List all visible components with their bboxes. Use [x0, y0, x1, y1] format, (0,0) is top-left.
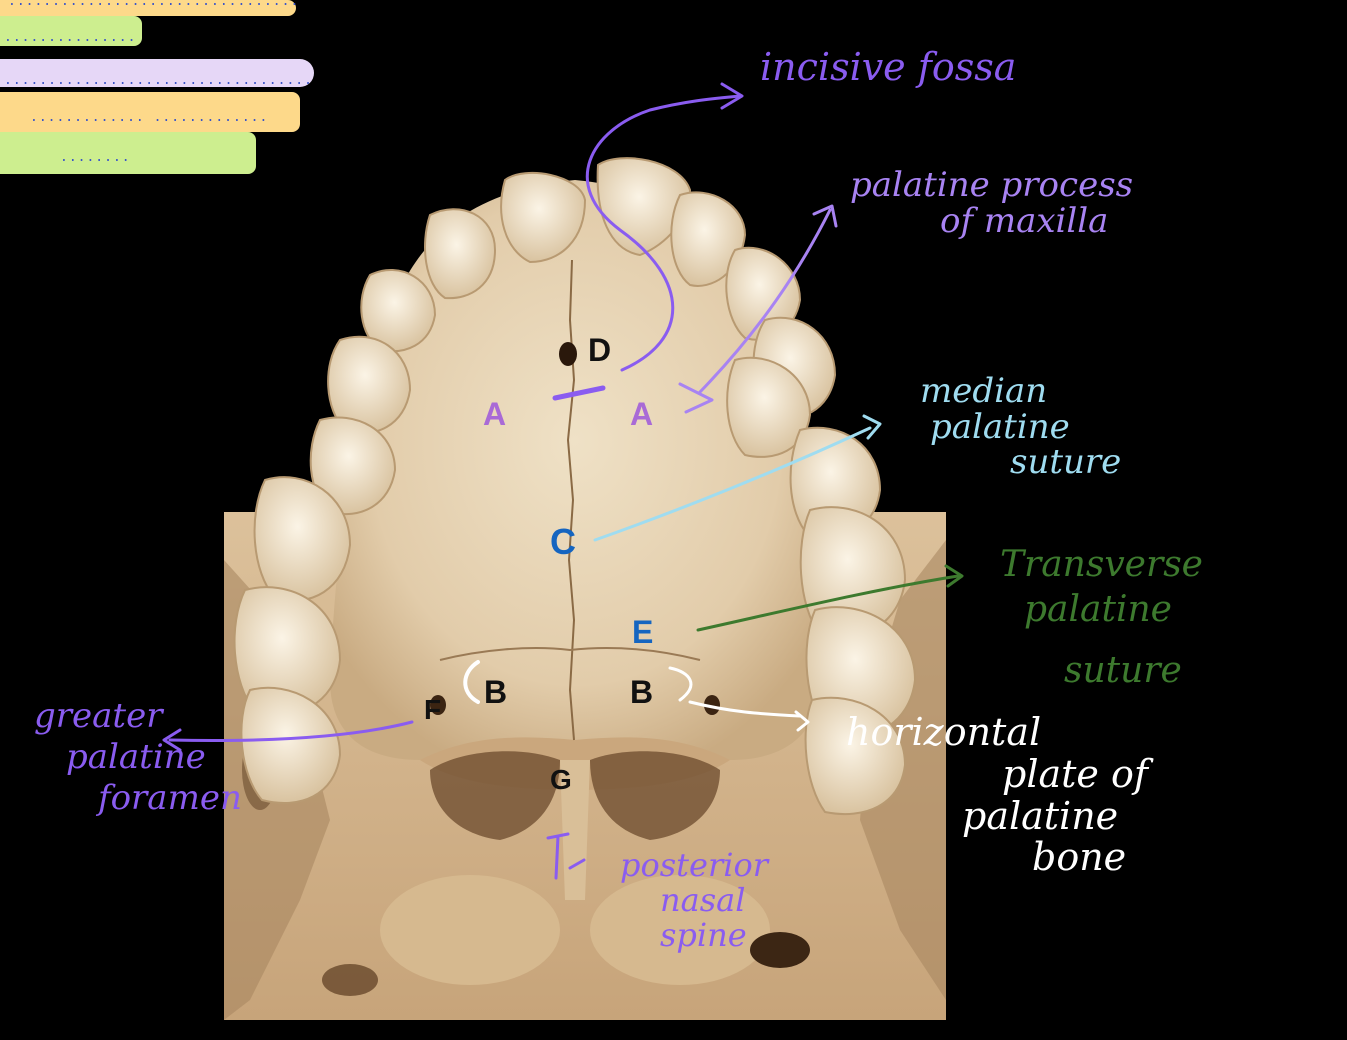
label-g: G	[550, 764, 572, 795]
arrow-head	[862, 414, 882, 440]
greater-palatine-foramen-hole	[704, 695, 720, 715]
hard-palate	[330, 180, 820, 760]
tooth	[240, 686, 342, 804]
arrow-head	[944, 564, 964, 588]
vomer	[560, 760, 590, 900]
note-bar-lavender: .......................................	[0, 59, 314, 88]
choana-right	[590, 751, 720, 840]
skull-base-hole	[322, 964, 378, 996]
skull-base-structure	[590, 875, 770, 985]
annotation-line: greater	[34, 696, 163, 736]
label-a-right: A	[630, 396, 654, 432]
dotted-line: ........	[60, 150, 131, 165]
tooth	[424, 208, 497, 300]
label-b-left: B	[484, 674, 508, 710]
skull-base-structure	[380, 875, 560, 985]
label-c: C	[550, 521, 576, 562]
annotation-line: suture	[1064, 650, 1182, 691]
bracket-left-b	[463, 660, 480, 704]
median-suture-arrow	[593, 426, 872, 542]
incisive-fossa-arrow	[585, 94, 742, 372]
label-a-left: A	[483, 396, 507, 432]
dotted-line: ...............	[4, 30, 137, 45]
annotation-greater-palatine: greater palatine foramen	[34, 696, 242, 818]
tooth	[253, 476, 352, 602]
annotation-line: palatine process	[850, 165, 1134, 205]
nasal-spine-mark	[546, 832, 586, 880]
tooth	[309, 416, 397, 516]
incisive-fossa-hole	[559, 342, 577, 366]
transverse-suture-arrow	[696, 574, 960, 632]
annotation-median-suture: median palatine suture	[920, 371, 1122, 483]
arrow-head	[720, 82, 744, 110]
note-bar-yellow-1: ...................................	[0, 0, 296, 16]
annotation-horizontal-plate: horizontal plate of palatine bone	[846, 710, 1148, 880]
dotted-line: ............. .............	[30, 110, 269, 125]
skull-base-hole	[750, 932, 810, 968]
incisive-dash	[552, 385, 606, 401]
label-f: F	[424, 694, 442, 725]
choana-left	[430, 751, 560, 840]
annotation-line: of maxilla	[940, 200, 1109, 241]
greater-palatine-arrow	[168, 720, 414, 742]
annotation-nasal-spine: posterior nasal spine	[620, 846, 769, 955]
annotation-line: median	[920, 371, 1048, 411]
annotation-line: plate of	[1002, 751, 1148, 796]
palatine-process-chevron	[678, 382, 714, 414]
annotation-line: posterior	[620, 846, 769, 884]
median-palatine-suture-line	[566, 259, 576, 741]
label-e: E	[632, 614, 654, 650]
annotation-line: palatine	[962, 793, 1119, 838]
label-b-right: B	[630, 674, 654, 710]
annotation-line: bone	[1032, 835, 1127, 880]
annotation-line: palatine	[1024, 589, 1172, 630]
annotation-line: horizontal	[846, 710, 1042, 754]
annotation-transverse-suture: Transverse palatine suture	[1000, 542, 1203, 693]
dotted-line: .......................................	[4, 73, 314, 88]
tooth	[327, 335, 412, 435]
tooth	[360, 269, 437, 353]
palatine-process-arrow	[698, 208, 832, 394]
tooth	[500, 172, 587, 264]
transverse-palatine-suture-line	[439, 647, 701, 661]
annotation-line: Transverse	[1000, 544, 1203, 585]
horizontal-plate-bracket	[668, 666, 693, 702]
note-bar-green-1: ...............	[0, 16, 142, 46]
greater-palatine-foramen-hole	[430, 695, 446, 715]
tooth	[726, 356, 812, 458]
dotted-line: ...................................	[8, 0, 296, 9]
arrow-head	[162, 728, 182, 752]
annotation-incisive-fossa: incisive fossa	[760, 45, 1017, 89]
label-d: D	[588, 332, 612, 368]
arrow-head	[812, 204, 838, 228]
note-bar-green-2: ........	[0, 132, 256, 174]
horizontal-plate-arrow	[688, 700, 802, 718]
annotation-line: foramen	[98, 777, 242, 818]
tooth	[670, 191, 747, 287]
annotation-line: palatine	[66, 736, 206, 777]
annotation-line: suture	[1010, 442, 1122, 483]
annotation-line: spine	[660, 916, 747, 955]
annotation-line: palatine	[930, 406, 1070, 447]
annotation-palatine-process: palatine process of maxilla	[850, 165, 1134, 241]
annotation-line: nasal	[660, 881, 746, 920]
arrow-head	[794, 710, 810, 732]
tooth	[804, 696, 907, 816]
note-bar-yellow-2: ............. .............	[0, 92, 300, 132]
